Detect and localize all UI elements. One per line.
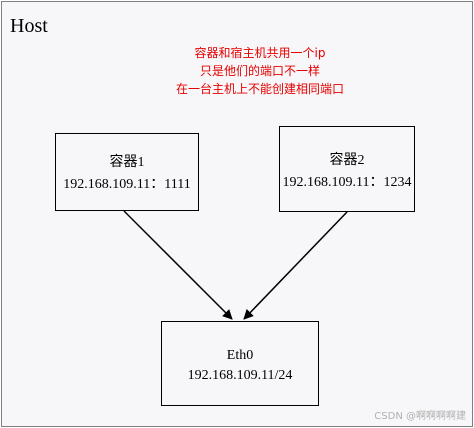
eth0-box: Eth0 192.168.109.11/24	[161, 321, 319, 406]
note-line-3: 在一台主机上不能创建相同端口	[175, 82, 344, 96]
arrow-container1-to-eth0	[123, 210, 233, 320]
note-line-1: 容器和宿主机共用一个ip	[194, 46, 326, 60]
arrow-container2-to-eth0	[243, 211, 348, 320]
watermark: CSDN @啊啊啊啊建	[374, 411, 466, 422]
eth0-title: Eth0	[226, 348, 254, 363]
container2-title: 容器2	[329, 153, 365, 168]
container1-address: 192.168.109.11：1111	[63, 177, 191, 192]
container1-box: 容器1 192.168.109.11：1111	[55, 133, 199, 211]
container2-address: 192.168.109.11：1234	[282, 175, 412, 190]
container2-box: 容器2 192.168.109.11：1234	[279, 126, 415, 212]
container1-title: 容器1	[109, 155, 145, 170]
eth0-address: 192.168.109.11/24	[187, 368, 293, 383]
host-title: Host	[10, 15, 48, 37]
note-line-2: 只是他们的端口不一样	[199, 64, 320, 78]
